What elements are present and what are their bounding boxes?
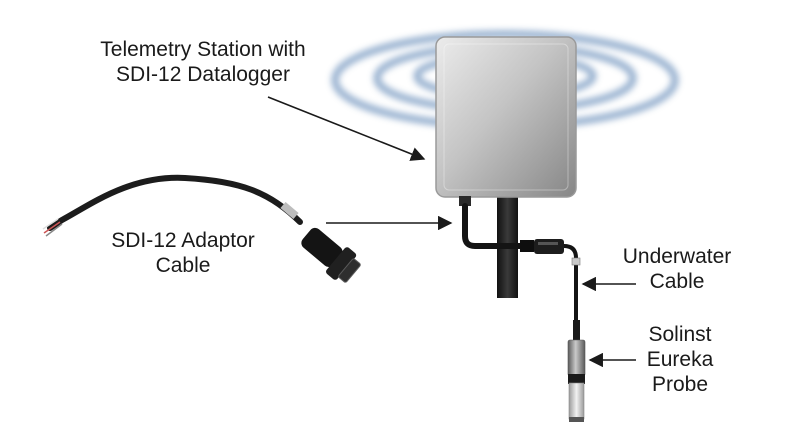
arrow-to-station <box>267 96 426 161</box>
label-telemetry-station: Telemetry Station with SDI-12 Datalogger <box>68 37 338 87</box>
label-eureka-probe: Solinst Eureka Probe <box>630 322 730 397</box>
label-adaptor-cable: SDI-12 Adaptor Cable <box>88 228 278 278</box>
callout-arrows <box>267 96 636 368</box>
label-line: Underwater <box>622 245 732 268</box>
label-line: SDI-12 Adaptor <box>111 229 255 252</box>
eureka-probe <box>567 320 586 422</box>
label-underwater-cable: Underwater Cable <box>612 244 742 294</box>
station-cable-assembly <box>459 196 581 322</box>
adaptor-cable-illustration <box>42 174 361 283</box>
label-line: Cable <box>649 270 705 293</box>
label-line: Eureka <box>646 348 714 371</box>
label-line: SDI-12 Datalogger <box>116 63 290 86</box>
label-line: Solinst <box>648 323 712 346</box>
label-line: Probe <box>651 373 709 396</box>
telemetry-station-enclosure <box>435 36 577 198</box>
label-line: Cable <box>155 254 211 277</box>
label-line: Telemetry Station with <box>100 38 306 61</box>
